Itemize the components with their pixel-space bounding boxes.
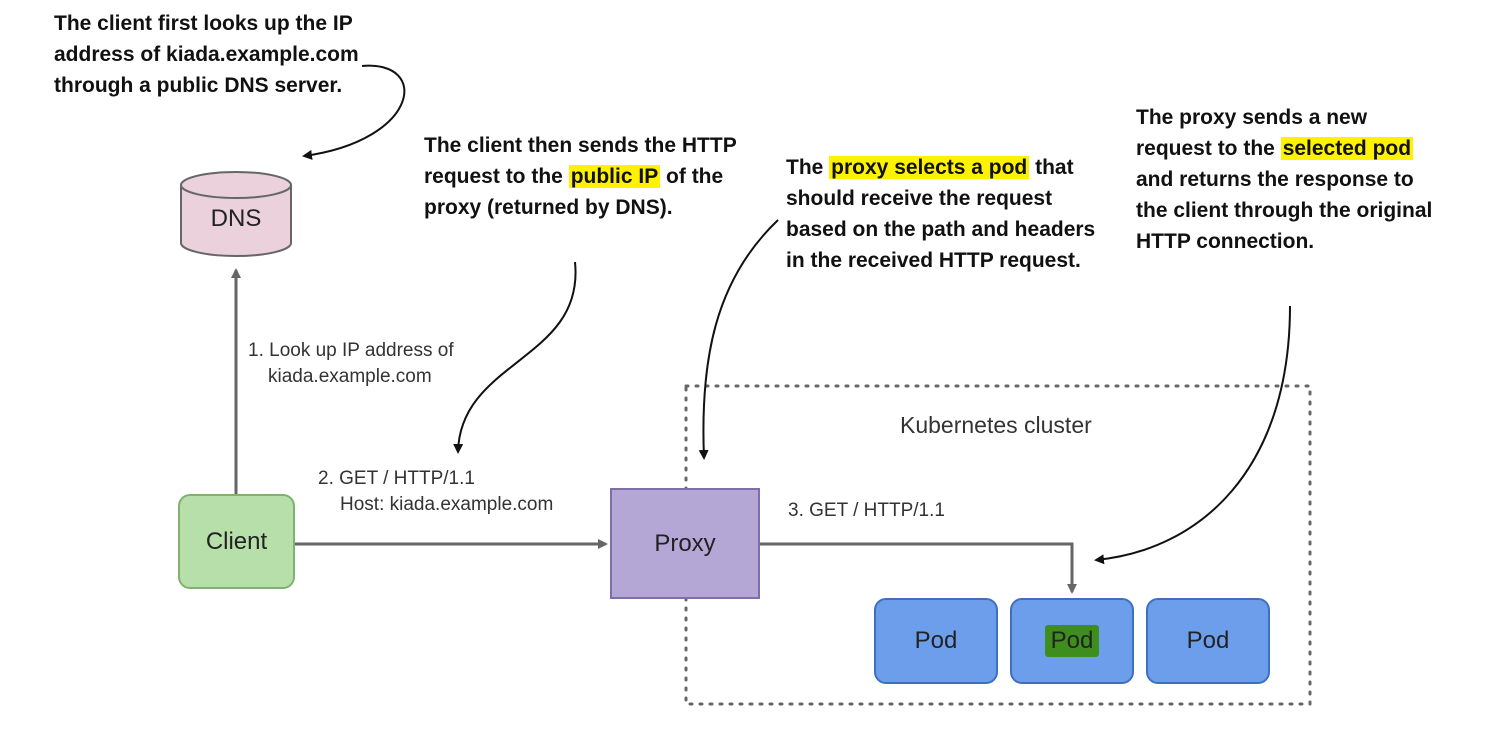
dns-node: DNS (210, 205, 262, 232)
annotation-line: address of kiada.example.com (54, 43, 359, 66)
selected-pod-callout-curve (1094, 305, 1291, 565)
annotation-line: the client through the original (1136, 199, 1433, 222)
kubernetes-cluster-boundary (684, 384, 1312, 706)
cluster-label: Kubernetes cluster (900, 412, 1092, 438)
dns-callout-curve (302, 64, 406, 160)
annotation-line: and returns the response to (1136, 168, 1414, 191)
annotation-line: request to the selected pod (1136, 133, 1432, 164)
annotation-line: should receive the request (786, 187, 1053, 210)
annotation-line: request to the public IP of the (424, 161, 737, 192)
proxy-label: Proxy (654, 529, 716, 557)
annotation-text: of the (660, 165, 724, 188)
annotation-line: The proxy selects a pod that (786, 152, 1095, 183)
annotation-line: based on the path and headers (786, 218, 1096, 241)
annotation-line: through a public DNS server. (54, 74, 343, 97)
public-ip-highlight: public IP (568, 165, 661, 188)
pod-label: Pod (1186, 627, 1230, 654)
proxy-request-edge-label: 3. GET / HTTP/1.1 (788, 500, 945, 521)
lookup-edge-label: 1. Look up IP address of kiada.example.c… (248, 338, 454, 390)
annotation-text: The (786, 156, 830, 179)
selected-pod-highlight: selected pod (1280, 137, 1414, 160)
public-ip-callout-curve (453, 261, 577, 454)
annotation-text: request to the (1136, 137, 1281, 160)
client-node: Client (178, 494, 295, 589)
annotation-line: HTTP connection. (1136, 230, 1315, 253)
annotation-line: proxy (returned by DNS). (424, 196, 673, 219)
annotation-line: The proxy sends a new (1136, 106, 1368, 129)
proxy-selects-annotation: The proxy selects a pod that should rece… (786, 152, 1095, 276)
pod-node: Pod (1146, 598, 1270, 684)
selected-pod-node: Pod (1010, 598, 1134, 684)
annotation-line: in the received HTTP request. (786, 249, 1081, 272)
annotation-text: that (1029, 156, 1074, 179)
selected-pod-label: Pod (1044, 625, 1100, 657)
pod-label: Pod (914, 627, 958, 654)
dns-lookup-annotation: The client first looks up the IP address… (54, 8, 359, 101)
proxy-node: Proxy (610, 488, 760, 599)
lookup-label-line: kiada.example.com (268, 366, 432, 387)
annotation-line: The client first looks up the IP (54, 12, 353, 35)
pod-node: Pod (874, 598, 998, 684)
proxy-to-pod-arrow (760, 542, 1077, 594)
send-request-annotation: The client then sends the HTTP request t… (424, 130, 737, 223)
dns-node-shape (180, 171, 292, 257)
host-header-line: Host: kiada.example.com (340, 494, 554, 515)
proxy-callout-curve (698, 219, 779, 460)
lookup-label-line: 1. Look up IP address of (248, 340, 454, 361)
client-request-edge-label: 2. GET / HTTP/1.1 Host: kiada.example.co… (318, 466, 553, 518)
annotation-text: request to the (424, 165, 569, 188)
proxy-sends-annotation: The proxy sends a new request to the sel… (1136, 102, 1432, 257)
annotation-line: The client then sends the HTTP (424, 134, 737, 157)
proxy-selects-highlight: proxy selects a pod (829, 156, 1030, 179)
client-label: Client (205, 527, 268, 555)
request-line: 2. GET / HTTP/1.1 (318, 468, 475, 489)
